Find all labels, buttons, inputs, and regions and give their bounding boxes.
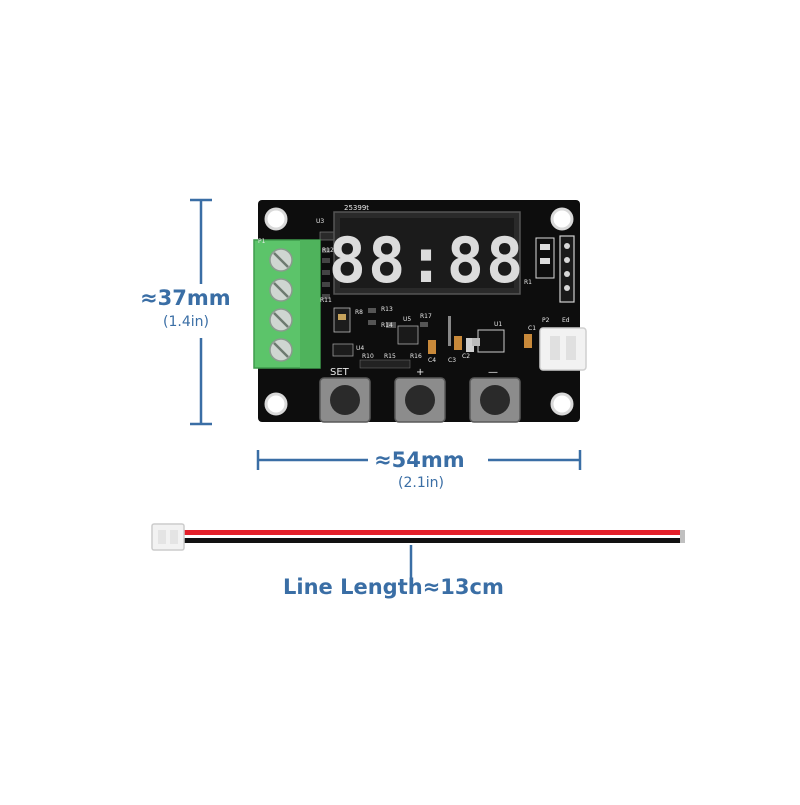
smd-components [319,231,532,369]
label-u1: U1 [494,321,502,328]
pcb-board: 88:88 25399t U3 P1 R12 R11 [253,200,587,423]
label-c2: C2 [462,353,470,360]
label-r10: R10 [362,353,374,360]
height-sub-label: (1.4in) [163,314,209,330]
label-r12: R12 [322,247,334,254]
label-c3: C3 [448,357,456,364]
label-r15: R15 [384,353,396,360]
label-p1: P1 [258,238,266,245]
silkscreen-labels: 25399t U3 P1 R12 R11 R8 R13 R14 R17 U5 U… [258,204,570,378]
set-button[interactable] [319,377,371,423]
label-r16: R16 [410,353,422,360]
minus-button[interactable] [469,377,521,423]
label-u3: U3 [316,218,324,225]
width-label: ≈54mm [374,448,465,472]
board-code: 25399t [344,204,369,212]
label-r11: R11 [320,297,332,304]
label-r8: R8 [355,309,363,316]
seven-segment-display: 88:88 [329,211,526,297]
minus-button-label: — [488,367,498,378]
label-u4: U4 [356,345,364,352]
width-sub-label: (2.1in) [398,475,444,491]
plus-button-label: + [416,367,424,378]
label-u5: U5 [403,316,411,323]
set-button-label: SET [330,367,350,378]
width-dimension-line [256,450,582,470]
label-c4: C4 [428,357,436,364]
pin-header [535,235,575,303]
cable-connector [151,523,185,551]
board-connector [539,327,587,371]
height-label: ≈37mm [140,286,231,310]
label-ed: Ed [562,317,570,324]
label-r17: R17 [420,313,432,320]
label-r13: R13 [381,306,393,313]
cable [151,523,685,580]
mounting-holes [264,207,574,416]
cable-length-label: Line Length≈13cm [283,575,504,599]
height-dimension-line [190,198,212,426]
display-digits: 88:88 [329,224,526,297]
label-r14: R14 [381,322,393,329]
terminal-block [253,239,321,369]
label-r1: R1 [524,279,532,286]
plus-button[interactable] [394,377,446,423]
label-c1: C1 [528,325,536,332]
label-p2: P2 [542,317,550,324]
